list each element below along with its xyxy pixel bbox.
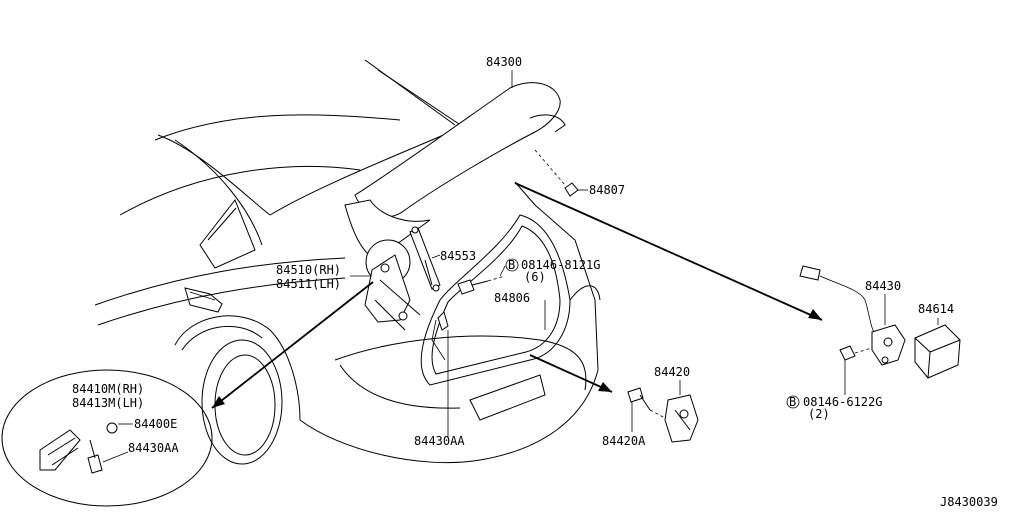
detail-callout	[1, 369, 213, 507]
bolt-mark-2: B	[786, 395, 800, 409]
label-84430: 84430	[865, 279, 901, 293]
svg-text:B: B	[789, 395, 796, 409]
label-84510: 84510(RH)	[276, 263, 341, 277]
bolt-mark-1: B	[505, 258, 519, 272]
label-84410m: 84410M(RH)	[72, 382, 144, 396]
trunk-lock-assembly	[799, 265, 906, 366]
label-84511: 84511(LH)	[276, 277, 341, 291]
label-84553: 84553	[440, 249, 476, 263]
label-84807: 84807	[589, 183, 625, 197]
label-bolt1-qty: (6)	[524, 270, 546, 284]
label-84300: 84300	[486, 55, 522, 69]
label-84430aa: 84430AA	[414, 434, 465, 448]
callout-arrows	[211, 182, 823, 409]
label-84430aa-detail: 84430AA	[128, 441, 179, 455]
svg-text:B: B	[508, 258, 515, 272]
trunk-hinge-assembly	[364, 254, 421, 331]
gas-stay	[409, 226, 441, 292]
car-body-outline	[94, 59, 601, 465]
label-84806: 84806	[494, 291, 530, 305]
bolt-08146-8121g	[457, 275, 506, 295]
label-84420: 84420	[654, 365, 690, 379]
striker-84420	[627, 387, 699, 443]
label-84400e: 84400E	[134, 417, 177, 431]
actuator-84614	[914, 324, 961, 379]
label-bolt2-code: 08146-6122G	[803, 395, 882, 409]
label-84420a: 84420A	[602, 434, 646, 448]
label-bolt1-code: 08146-8121G	[521, 258, 600, 272]
label-84413m: 84413M(LH)	[72, 396, 144, 410]
label-84614: 84614	[918, 302, 954, 316]
clip-84807	[534, 149, 579, 197]
diagram-id: J8430039	[940, 495, 998, 509]
label-bolt2-qty: (2)	[808, 407, 830, 421]
leader-lines	[102, 70, 939, 463]
weatherstrip	[431, 311, 449, 361]
